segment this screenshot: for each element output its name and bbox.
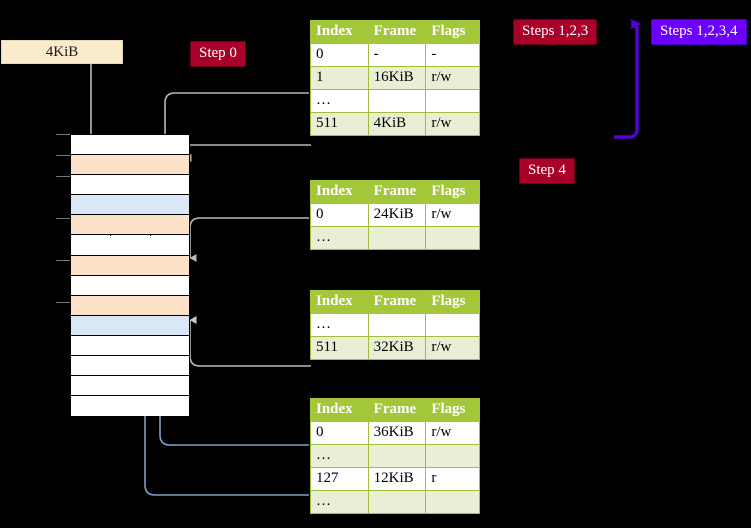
memory-frame-row [71,235,189,256]
column-header-frame: Frame [367,20,427,44]
memory-frame-row [71,356,189,377]
cell-flags: r/w [425,203,480,227]
table-row: … [310,226,480,250]
cell-index: 511 [310,336,369,360]
table-row: … [310,89,480,113]
cell-index: 511 [310,112,369,136]
cell-frame: 24KiB [367,203,427,227]
memory-frame-row [71,255,189,276]
cell-frame: 36KiB [367,421,427,445]
memory-frame-row [71,195,189,216]
cell-frame [367,89,427,113]
memory-frame-row [71,315,189,336]
memory-frame-row [71,376,189,397]
cell-flags [425,490,480,514]
physical-memory-grid [70,134,190,417]
cell-flags: r/w [425,112,480,136]
memory-frame-row [71,175,189,196]
cell-flags: r/w [425,336,480,360]
cell-index: … [310,490,369,514]
frame-size-label: 4KiB [45,43,79,60]
column-header-frame: Frame [367,398,427,422]
cell-flags [425,89,480,113]
cell-frame [367,226,427,250]
column-header-frame: Frame [367,180,427,204]
cell-frame: 4KiB [367,112,427,136]
memory-frame-row [71,295,189,316]
table-row: … [310,313,480,337]
cell-flags [425,226,480,250]
column-header-flags: Flags [425,180,480,204]
step0-label: Step 0 [190,41,246,67]
cell-flags [425,313,480,337]
cell-index: 0 [310,421,369,445]
column-header-index: Index [310,180,369,204]
violet-bracket-arrow [614,18,641,139]
cell-flags: r/w [425,421,480,445]
column-header-index: Index [310,290,369,314]
cell-frame: 32KiB [367,336,427,360]
memory-frame-row [71,135,189,156]
cell-index: 127 [310,467,369,491]
column-header-index: Index [310,20,369,44]
cell-index: 1 [310,66,369,90]
memory-frame-row [71,336,189,357]
table-row: … [310,444,480,468]
column-header-index: Index [310,398,369,422]
link-pt-127 [144,210,311,496]
cell-index: … [310,444,369,468]
cell-index: … [310,313,369,337]
grid-tick [56,218,70,219]
cell-flags: r [425,467,480,491]
cell-flags: r/w [425,66,480,90]
grid-tick [56,155,70,156]
memory-frame-row [71,215,189,236]
link-pdp-0 [189,217,311,262]
column-header-flags: Flags [425,290,480,314]
column-header-flags: Flags [425,20,480,44]
column-header-frame: Frame [367,290,427,314]
frame-size-box: 4KiB [1,40,123,64]
memory-frame-row [71,396,189,417]
memory-frame-row [71,155,189,176]
grid-tick [56,134,70,135]
link-pt-0 [159,327,311,446]
link-pd-511 [189,316,311,367]
cell-frame [367,444,427,468]
table-row: 0-- [310,43,480,67]
grid-tick [56,176,70,177]
cell-frame: 16KiB [367,66,427,90]
cell-flags [425,444,480,468]
steps123-label: Steps 1,2,3 [513,19,598,45]
cell-frame [367,313,427,337]
column-header-flags: Flags [425,398,480,422]
cell-index: 0 [310,43,369,67]
step4-label: Step 4 [519,158,575,184]
cell-index: … [310,226,369,250]
memory-frame-row [71,275,189,296]
cell-frame: 12KiB [367,467,427,491]
cell-index: 0 [310,203,369,227]
cell-frame: - [367,43,427,67]
cell-frame [367,490,427,514]
cell-index: … [310,89,369,113]
steps1234-label: Steps 1,2,3,4 [651,19,747,45]
table-row: … [310,490,480,514]
grid-tick [56,260,70,261]
grid-tick [56,302,70,303]
cell-flags: - [425,43,480,67]
